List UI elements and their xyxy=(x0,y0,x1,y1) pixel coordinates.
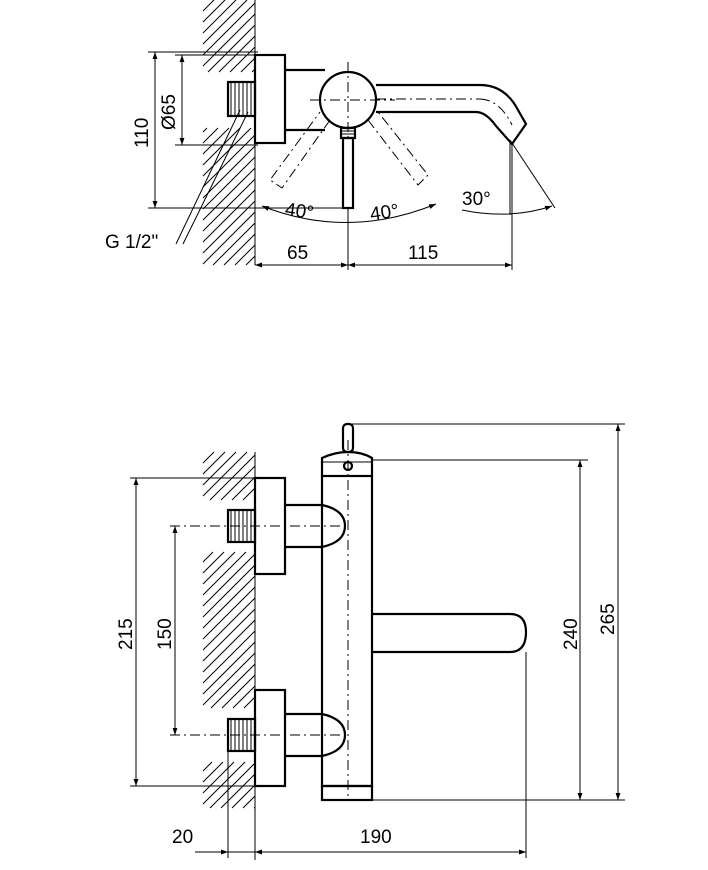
hatch-line xyxy=(202,211,256,265)
hatch-line xyxy=(202,127,241,166)
hatch-line xyxy=(245,255,256,266)
hatch-line xyxy=(202,551,247,596)
hatch-line xyxy=(220,773,256,809)
spout-angle-ext xyxy=(509,139,556,209)
thread-leader-2 xyxy=(182,111,249,245)
top-connection xyxy=(285,68,325,132)
thread-leader-1 xyxy=(175,109,241,245)
front-spout xyxy=(372,612,528,654)
hatch-line xyxy=(202,553,256,607)
hatch-line xyxy=(221,674,256,709)
front-lower-rosette xyxy=(253,688,287,788)
hatch-line xyxy=(231,784,256,809)
dim-spout-angle: 30° xyxy=(462,189,491,210)
dim-angle-left: 40° xyxy=(284,199,315,224)
hatch-line xyxy=(202,0,237,34)
hatch-line xyxy=(202,189,256,243)
front-cap-screw xyxy=(342,460,354,472)
front-mixer-column xyxy=(320,474,374,788)
top-wall-hatch xyxy=(202,0,256,266)
top-lever-right-position xyxy=(367,111,429,186)
dim-spout-length: 115 xyxy=(408,243,438,264)
hatch-line xyxy=(202,0,215,12)
front-wall-hatch xyxy=(202,451,256,809)
hatch-line xyxy=(202,630,256,684)
hatch-line xyxy=(202,551,214,563)
hatch-line xyxy=(202,0,226,23)
hatch-line xyxy=(202,178,256,232)
hatch-line xyxy=(232,685,256,709)
hatch-line xyxy=(202,564,256,618)
hatch-line xyxy=(202,761,246,805)
hatch-line xyxy=(242,487,256,501)
thread-label: G 1/2" xyxy=(105,232,158,253)
front-bottom-cap xyxy=(320,784,374,802)
hatch-line xyxy=(243,696,256,709)
hatch-line xyxy=(218,35,256,73)
top-lever xyxy=(339,126,357,210)
top-thread xyxy=(226,80,257,118)
hatch-line xyxy=(202,451,226,475)
dim-diameter: Ø65 xyxy=(159,94,180,130)
hatch-line xyxy=(202,0,248,45)
front-view: 215 150 240 265 20 190 xyxy=(116,422,625,860)
hatch-line xyxy=(229,46,256,73)
dim-inlet-spacing: 150 xyxy=(155,618,176,650)
spout-angle-arc xyxy=(461,205,553,215)
hatch-line xyxy=(202,652,256,706)
hatch-line xyxy=(202,451,215,464)
dim-outer-height: 215 xyxy=(116,618,137,650)
front-top-cap xyxy=(320,450,374,476)
dim-height: 110 xyxy=(132,118,153,148)
top-lever-left-position xyxy=(269,111,331,189)
hatch-line xyxy=(202,134,256,188)
hatch-line xyxy=(210,663,256,709)
hatch-line xyxy=(202,575,256,629)
hatch-line xyxy=(202,200,256,254)
hatch-line xyxy=(202,2,256,56)
hatch-line xyxy=(220,465,256,501)
hatch-line xyxy=(234,244,256,266)
hatch-line xyxy=(242,795,256,809)
hatch-line xyxy=(223,233,256,266)
hatch-line xyxy=(202,608,256,662)
hatch-line xyxy=(202,551,225,574)
top-spout xyxy=(376,83,528,146)
hatch-line xyxy=(202,641,256,695)
hatch-line xyxy=(202,551,236,585)
dim-wall-offset: 65 xyxy=(287,243,308,264)
dim-spout-height: 240 xyxy=(561,618,582,650)
hatch-line xyxy=(202,127,230,155)
hatch-line xyxy=(202,451,237,486)
hatch-line xyxy=(202,761,224,783)
hatch-line xyxy=(202,451,248,497)
hatch-line xyxy=(231,476,256,501)
hatch-line xyxy=(202,127,252,177)
top-rosette xyxy=(253,53,287,145)
hatch-line xyxy=(202,761,213,772)
dim-total-depth: 190 xyxy=(360,827,392,848)
hatch-line xyxy=(202,597,256,651)
hatch-line xyxy=(212,222,256,266)
hatch-line xyxy=(202,13,256,67)
top-view: 40° 40° 30° Ø65 110 G 1/2" 65 115 xyxy=(105,0,556,270)
dim-total-height: 265 xyxy=(598,603,619,635)
hatch-line xyxy=(202,761,235,794)
hatch-line xyxy=(240,57,256,73)
hatch-line xyxy=(202,127,219,144)
hatch-line xyxy=(202,586,256,640)
dim-angle-right: 40° xyxy=(369,201,400,226)
hatch-line xyxy=(202,167,256,221)
hatch-line xyxy=(202,145,256,199)
hatch-line xyxy=(207,24,256,73)
hatch-line xyxy=(202,127,208,133)
hatch-line xyxy=(202,619,256,673)
top-mixer-body xyxy=(318,70,378,130)
dim-thread-depth: 20 xyxy=(172,827,193,848)
hatch-line xyxy=(202,156,256,210)
